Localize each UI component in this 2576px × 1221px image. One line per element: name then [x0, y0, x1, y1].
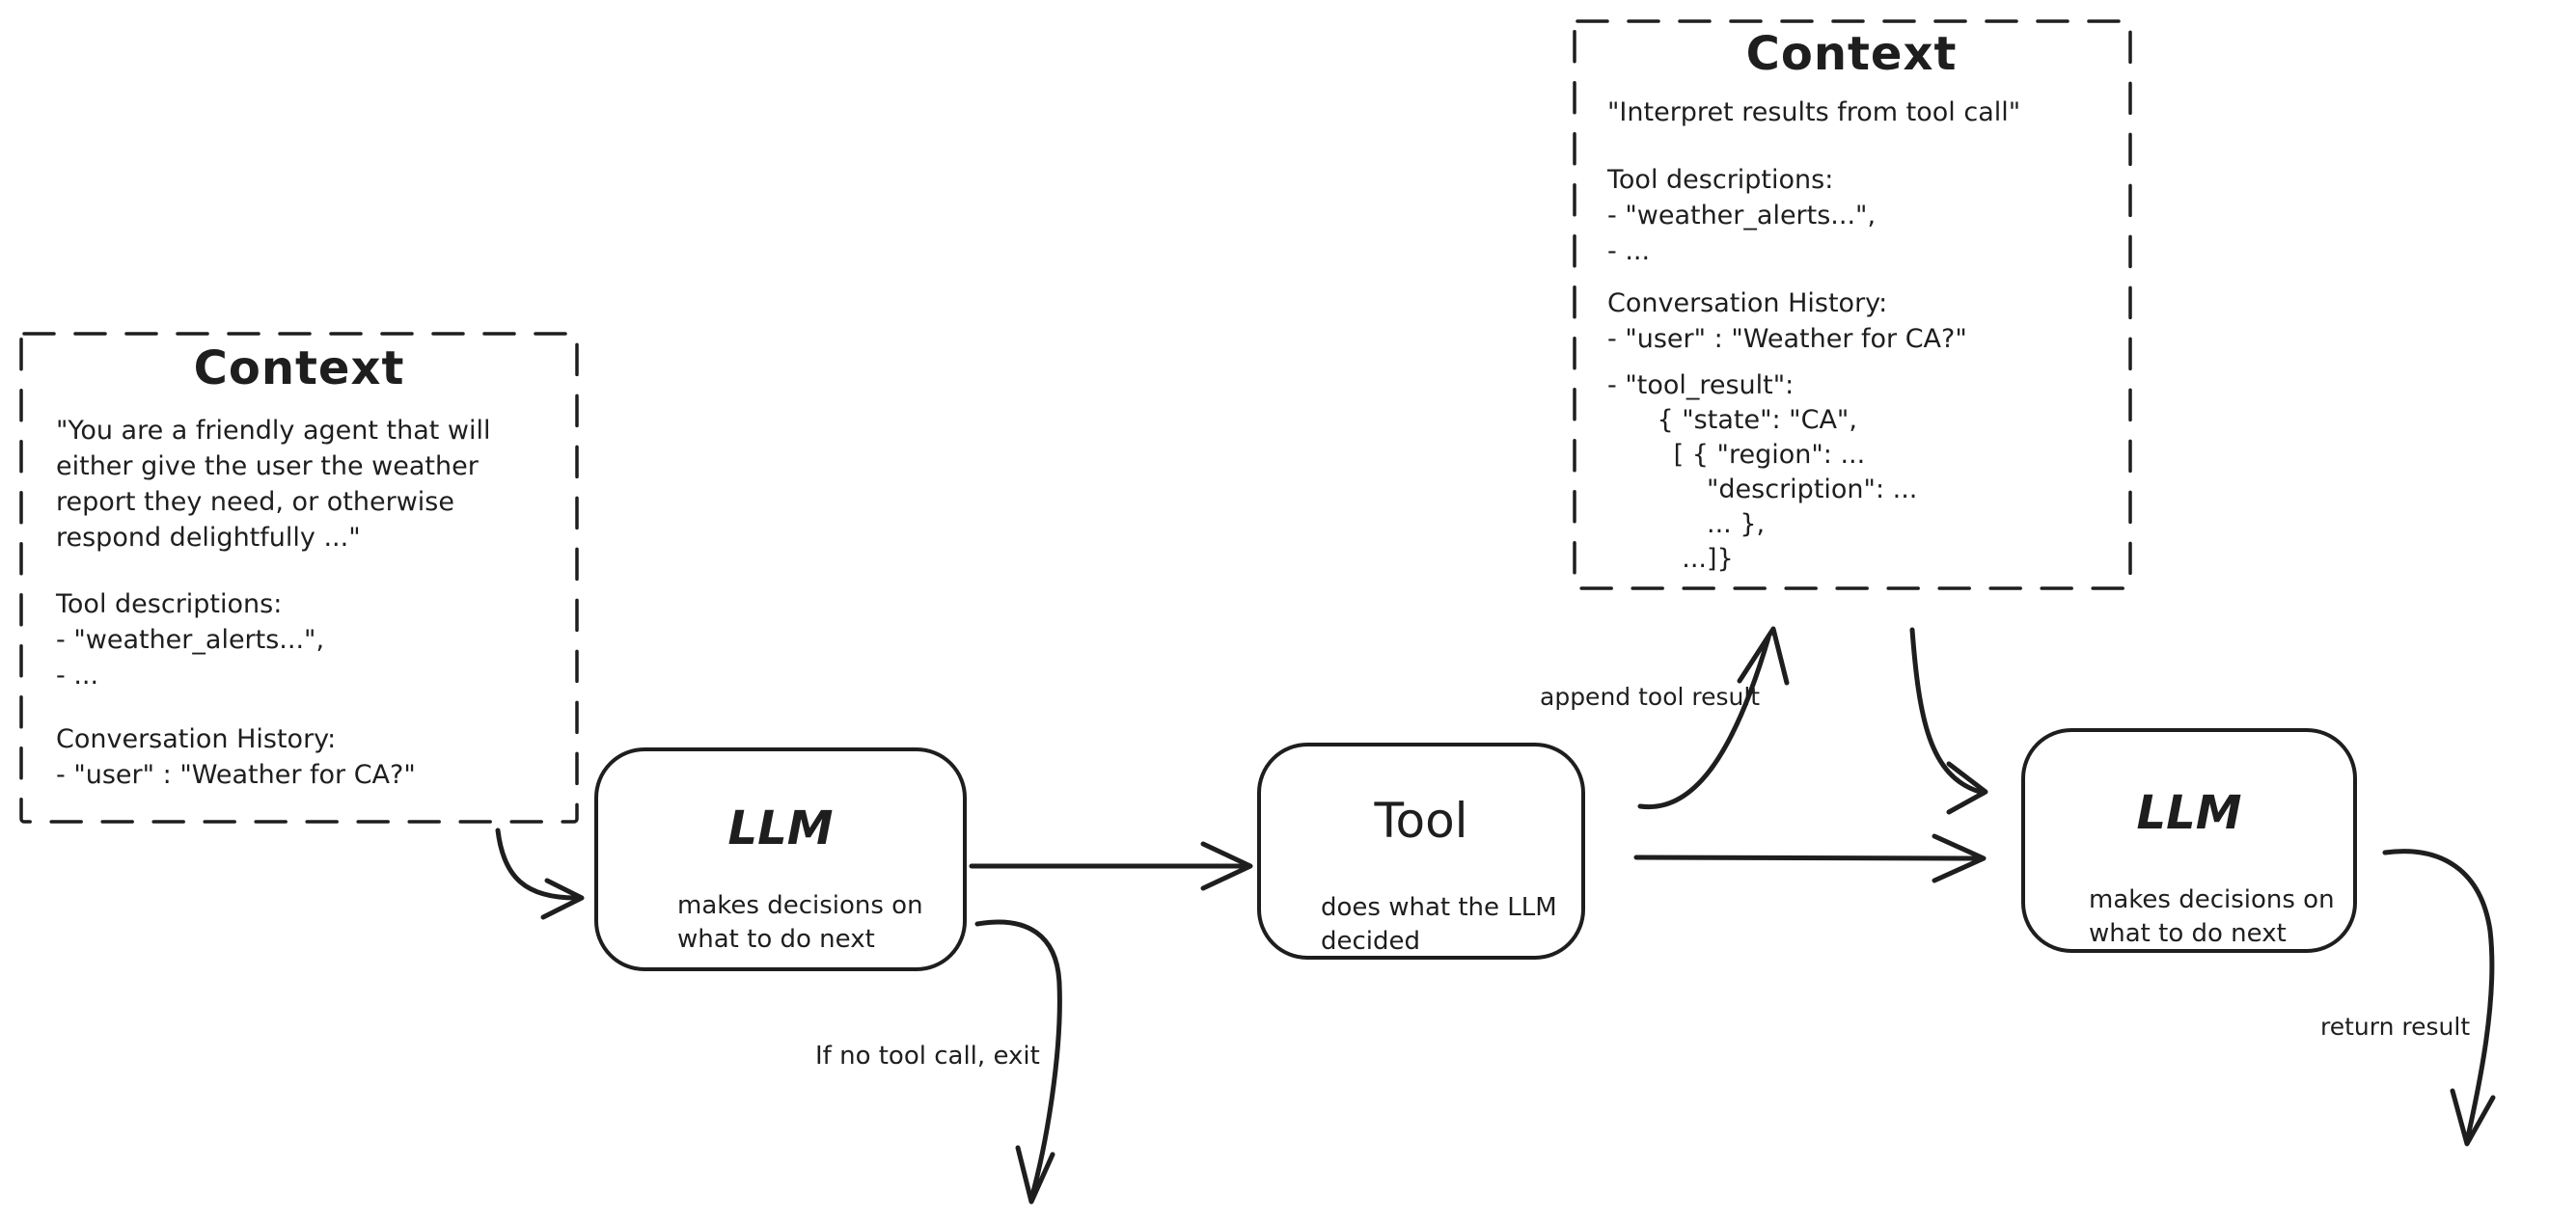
node-llm-2-title: LLM [2136, 786, 2242, 840]
context-right-border [1573, 19, 2132, 590]
edge-context-to-llm2 [1909, 627, 1983, 795]
edge-tool-to-context-arrowhead [1737, 626, 1790, 686]
edge-label-if-no-tool-call-exit: If no tool call, exit [815, 1042, 1040, 1071]
edge-tool-to-context [1637, 635, 1771, 810]
context-left-border [19, 332, 579, 824]
context-right-title: Context [1745, 27, 1958, 81]
edge-context-to-llm1-arrowhead [540, 878, 585, 920]
edge-tool-to-llm2-arrowhead [1932, 833, 1987, 883]
edge-label-return-result: return result [2320, 1013, 2471, 1041]
context-right-tool-result: - "tool_result": { "state": "CA", [ { "r… [1607, 370, 1918, 574]
node-llm-1-subtitle: makes decisions on what to do next [677, 891, 923, 954]
edge-context-to-llm1 [495, 828, 579, 901]
node-llm-2: LLM makes decisions on what to do next [2021, 728, 2357, 953]
context-left-system-prompt: "You are a friendly agent that will eith… [56, 416, 491, 553]
context-left-title: Context [193, 341, 405, 395]
edge-llm1-exit [974, 919, 1062, 1202]
node-tool-subtitle: does what the LLM decided [1321, 893, 1557, 956]
edge-llm1-to-tool-arrowhead [1200, 841, 1253, 891]
context-right-tool-descriptions: Tool descriptions: - "weather_alerts..."… [1607, 165, 1877, 266]
context-box-right: Context "Interpret results from tool cal… [1573, 19, 2130, 590]
edge-llm2-return [2382, 849, 2495, 1144]
edge-context-to-llm2-arrowhead [1946, 761, 1988, 815]
context-left-tool-descriptions: Tool descriptions: - "weather_alerts..."… [56, 589, 325, 691]
node-llm-1-title: LLM [727, 801, 834, 855]
node-tool: Tool does what the LLM decided [1257, 743, 1585, 960]
edge-llm2-return-arrowhead [2450, 1088, 2496, 1147]
node-llm-1: LLM makes decisions on what to do next [594, 747, 967, 971]
context-right-conversation-history: Conversation History: - "user" : "Weathe… [1607, 288, 1967, 354]
node-llm-2-subtitle: makes decisions on what to do next [2089, 885, 2335, 948]
edge-llm1-exit-arrowhead [1015, 1145, 1055, 1205]
node-tool-title: Tool [1374, 793, 1468, 849]
edge-label-append-tool-result: append tool result [1540, 683, 1761, 711]
edge-tool-to-llm2 [1633, 855, 1983, 861]
context-left-conversation-history: Conversation History: - "user" : "Weathe… [56, 724, 416, 790]
context-right-instruction: "Interpret results from tool call" [1607, 97, 2021, 127]
context-box-left: Context "You are a friendly agent that w… [19, 332, 579, 824]
